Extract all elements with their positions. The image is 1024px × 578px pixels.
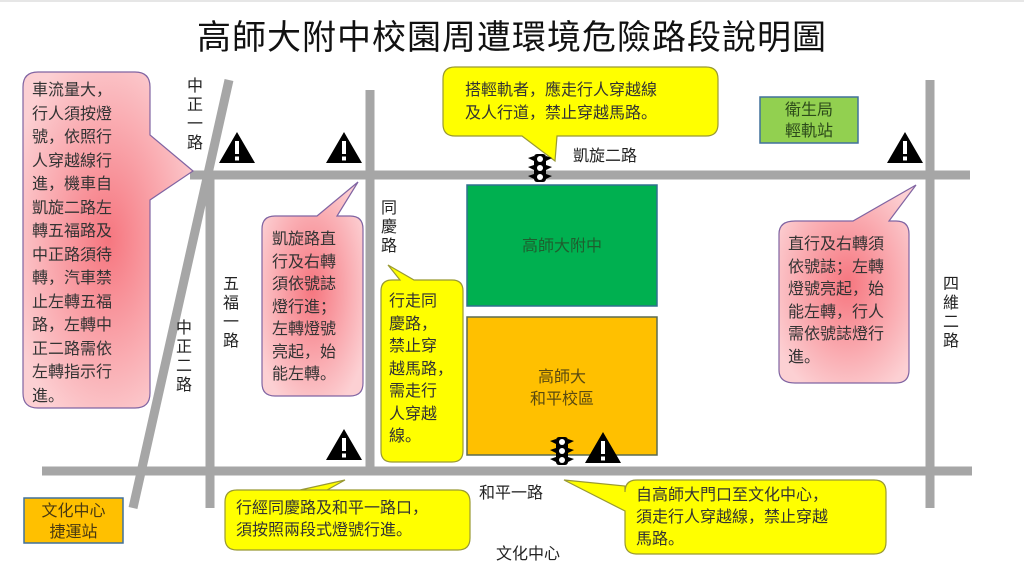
- note-line: 轉，汽車禁: [32, 268, 113, 287]
- warning-triangle-icon: [219, 132, 255, 163]
- note-kaixuan: 凱旋路直 行及右轉 須依號誌 燈行進； 左轉燈號 亮起，始 能左轉。: [272, 228, 362, 386]
- road-label-wufu1: 五福一路: [222, 274, 239, 350]
- roads: [42, 79, 972, 509]
- note-line: 須走行人穿越線，禁止穿越: [636, 507, 829, 526]
- bubble-gate: [563, 479, 887, 555]
- note-gate: 自高師大門口至文化中心， 須走行人穿越線，禁止穿越 馬路。: [636, 484, 886, 550]
- note-left-big: 車流量大， 行人須按燈 號，依照行 人穿越線行 進，機車自 凱旋二路左 轉五福路…: [32, 78, 147, 407]
- warning-triangle-icon: [585, 432, 621, 463]
- bubble-heping-cross: [224, 479, 471, 551]
- note-line: 進。: [788, 346, 821, 366]
- note-line: 自高師大門口至文化中心，: [636, 485, 829, 504]
- note-line: 慶路，: [389, 313, 438, 333]
- note-line: 需依號誌燈行: [788, 324, 885, 343]
- note-line: 線。: [389, 426, 422, 445]
- note-tongqing: 行走同 慶路， 禁止穿 越馬路， 需走行 人穿越 線。: [389, 290, 464, 448]
- campus-block: [466, 316, 658, 456]
- bubble-kaixuan: [261, 181, 364, 397]
- note-heping-cross: 行經同慶路及和平一路口， 須按照兩段式燈號行進。: [236, 497, 471, 541]
- campus-label: 高師大 和平校區: [467, 358, 657, 418]
- health-station-block: [759, 96, 859, 144]
- mrt-station-label: 文化中心 捷運站: [24, 498, 123, 543]
- note-line: 搭輕軌者，應走行人穿越線: [465, 80, 658, 99]
- road-zhongzheng: [128, 79, 234, 509]
- warning-triangle-icon: [887, 132, 923, 163]
- note-line: 馬路。: [636, 529, 685, 548]
- school-name: 高師大附中: [521, 235, 602, 255]
- note-line: 行走同: [389, 291, 438, 310]
- note-line: 及人行道，禁止穿越馬路。: [465, 103, 658, 122]
- bubble-tongqing: [380, 264, 464, 463]
- note-line: 凱旋二路左: [32, 197, 113, 217]
- mrt-station-line1: 文化中心: [41, 500, 106, 520]
- road-label-kaixuan2: 凱旋二路: [573, 146, 638, 165]
- note-line: 進，機車自: [32, 174, 113, 193]
- note-line: 越馬路，: [389, 358, 454, 378]
- note-line: 人穿越線行: [32, 150, 113, 170]
- road-label-siwei2: 四維二路: [942, 274, 959, 350]
- note-line: 路，左轉中: [32, 315, 113, 334]
- traffic-light-icon: [528, 154, 552, 182]
- note-line: 凱旋路直: [272, 229, 337, 248]
- note-line: 中正路須待: [32, 244, 113, 264]
- note-line: 須依號誌: [272, 274, 337, 293]
- note-line: 轉五福路及: [32, 221, 113, 240]
- note-line: 能左轉。: [272, 364, 337, 383]
- note-line: 行經同慶路及和平一路口，: [236, 498, 429, 517]
- note-line: 行人須按燈: [32, 103, 113, 123]
- note-line: 燈號亮起，始: [788, 279, 885, 298]
- note-line: 能左轉，行人: [788, 301, 885, 321]
- page-title: 高師大附中校園周遭環境危險路段說明圖: [197, 18, 827, 58]
- bubble-left-big: [22, 71, 194, 409]
- note-siwei: 直行及右轉須 依號誌；左轉 燈號亮起，始 能左轉，行人 需依號誌燈行 進。: [788, 233, 908, 368]
- road-label-tongqing: 同慶路: [380, 198, 397, 255]
- note-line: 亮起，始: [272, 341, 337, 361]
- note-line: 禁止穿: [389, 336, 438, 355]
- school-label: 高師大附中: [467, 185, 657, 306]
- campus-name-line2: 和平校區: [529, 389, 594, 408]
- mrt-station-line2: 捷運站: [49, 521, 98, 541]
- note-line: 號，依照行: [32, 127, 113, 146]
- road-label-zhongzheng2: 中正二路: [175, 318, 192, 394]
- bubble-light-rail: [442, 66, 719, 163]
- note-line: 止左轉五福: [32, 291, 113, 311]
- place-label-wenhua: 文化中心: [496, 544, 561, 563]
- note-line: 正二路需依: [32, 338, 113, 358]
- mrt-station-block: [23, 497, 124, 544]
- note-light-rail: 搭輕軌者，應走行人穿越線 及人行道，禁止穿越馬路。: [465, 78, 715, 124]
- health-station-line2: 輕軌站: [784, 121, 833, 140]
- note-line: 人穿越: [389, 403, 438, 423]
- road-label-zhongzheng1: 中正一路: [186, 76, 203, 152]
- note-line: 進。: [32, 385, 65, 405]
- note-line: 燈行進；: [272, 296, 337, 316]
- warning-triangle-icon: [326, 429, 362, 460]
- note-line: 直行及右轉須: [788, 234, 885, 253]
- note-line: 行及右轉: [272, 251, 337, 271]
- note-line: 車流量大，: [32, 80, 113, 99]
- note-line: 左轉燈號: [272, 319, 337, 338]
- note-line: 須按照兩段式燈號行進。: [236, 520, 413, 539]
- bubble-siwei: [778, 184, 917, 384]
- note-line: 左轉指示行: [32, 362, 113, 381]
- traffic-light-icon: [550, 437, 574, 465]
- warning-triangle-icon: [326, 132, 362, 163]
- note-line: 需走行: [389, 381, 438, 400]
- road-label-heping1: 和平一路: [479, 483, 544, 502]
- note-line: 依號誌；左轉: [788, 256, 885, 276]
- school-block: [466, 184, 658, 307]
- health-station-line1: 衛生局: [784, 100, 833, 119]
- top-border: [0, 0, 1024, 2]
- health-station-label: 衛生局 輕軌站: [760, 97, 858, 143]
- campus-name-line1: 高師大: [537, 367, 586, 386]
